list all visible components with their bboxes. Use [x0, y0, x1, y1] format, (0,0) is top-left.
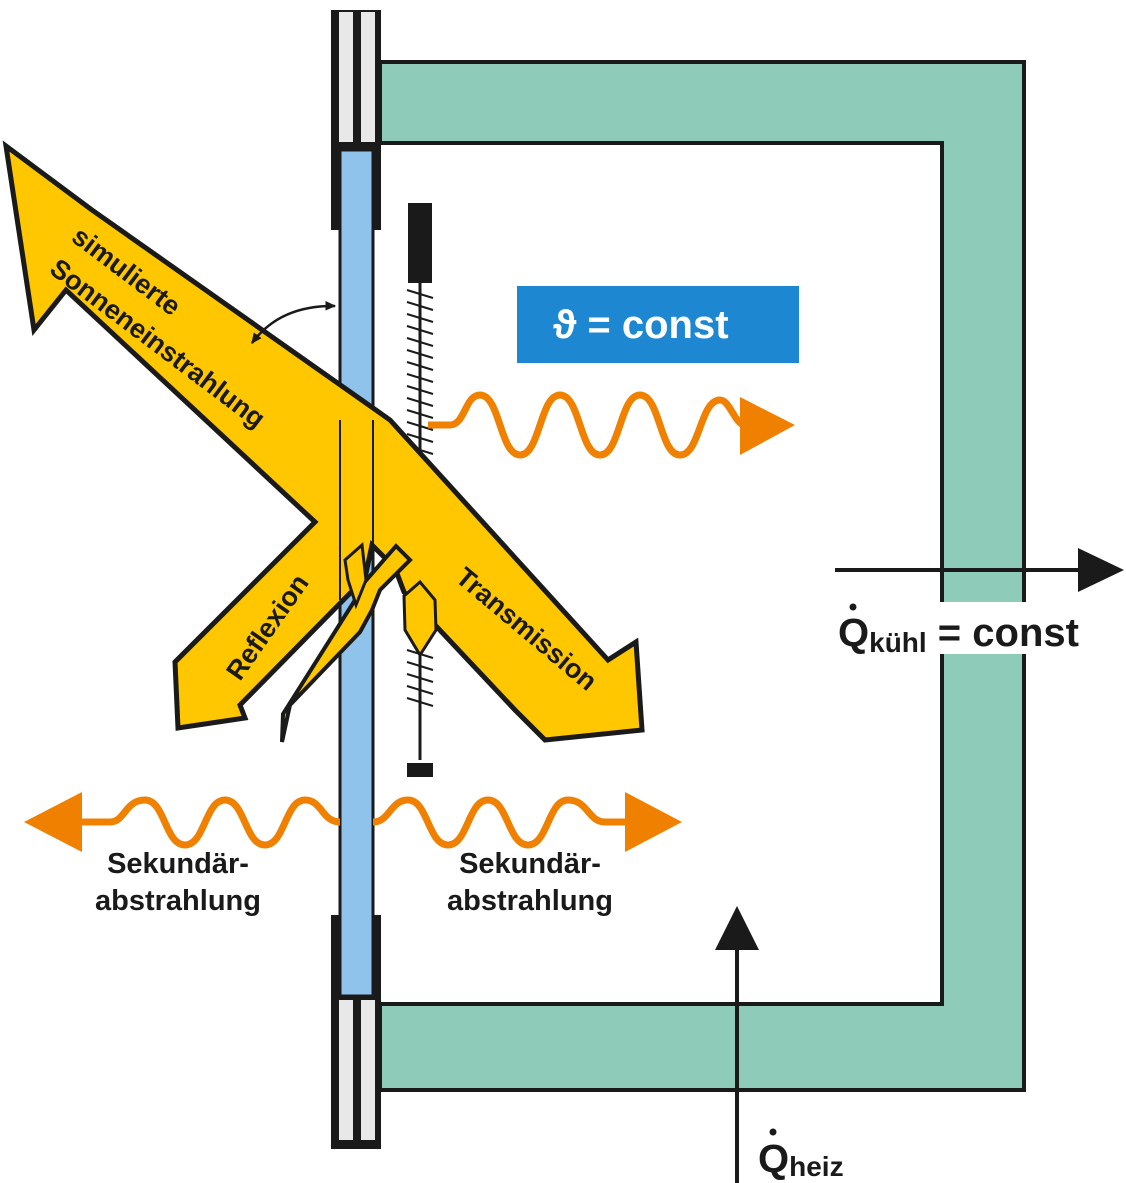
secondary-right-line2: abstrahlung	[447, 885, 613, 917]
secondary-left-line2: abstrahlung	[95, 885, 261, 917]
secondary-radiation-right-wave	[372, 796, 630, 849]
incident-beam	[2, 140, 645, 743]
heating-label: Qheiz	[758, 1137, 844, 1182]
theta-label: ϑ = const	[553, 303, 729, 347]
secondary-radiation-left-wave	[80, 796, 341, 849]
absorbed-beam	[280, 543, 413, 743]
secondary-right-line1: Sekundär-	[459, 848, 601, 880]
angle-arc	[250, 301, 337, 344]
cooling-label: Qkühl = const	[838, 611, 1079, 658]
theta-box	[517, 286, 799, 363]
secondary-left-line1: Sekundär-	[107, 848, 249, 880]
sensor-radiation-wave	[428, 391, 746, 459]
